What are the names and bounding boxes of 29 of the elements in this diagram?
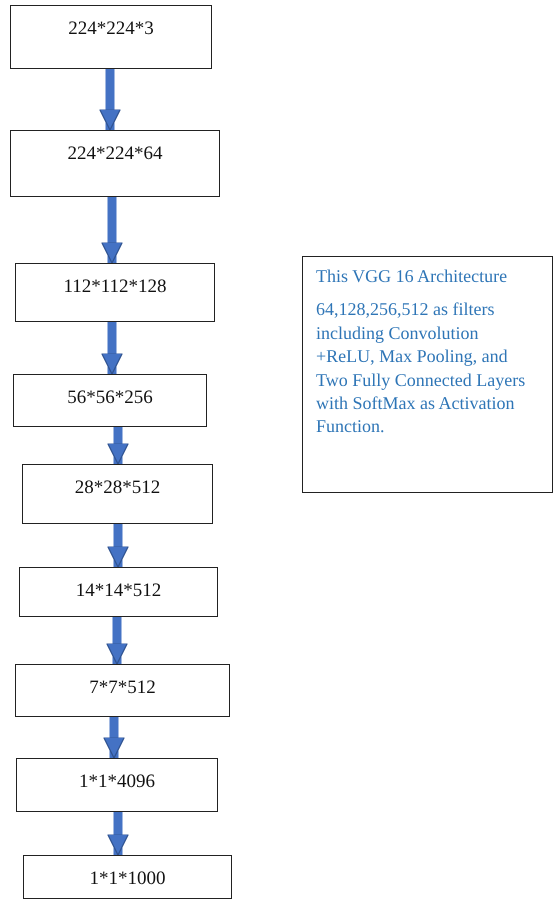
layer-dimensions: 112*112*128 — [63, 276, 167, 298]
arrow — [107, 812, 129, 856]
layer-box — [13, 374, 207, 427]
arrow — [99, 69, 121, 131]
layer-box — [16, 758, 218, 812]
layer-box — [10, 5, 212, 69]
layer-dimensions: 1*1*1000 — [90, 868, 166, 890]
layer-dimensions: 56*56*256 — [67, 387, 153, 409]
arrow — [101, 197, 123, 264]
layer-box — [23, 855, 232, 899]
arrow — [101, 322, 123, 375]
note-heading: This VGG 16 Architecture — [316, 265, 508, 288]
layer-box — [10, 130, 220, 197]
layer-dimensions: 28*28*512 — [74, 477, 160, 499]
arrow — [107, 427, 129, 465]
arrow — [103, 717, 125, 759]
arrow — [107, 524, 129, 568]
layer-box — [15, 664, 230, 717]
layer-box — [15, 263, 215, 322]
layer-box — [19, 567, 218, 617]
note-box — [302, 256, 553, 493]
layer-dimensions: 224*224*3 — [68, 18, 154, 40]
layer-dimensions: 1*1*4096 — [79, 771, 155, 793]
layer-dimensions: 224*224*64 — [68, 143, 162, 165]
arrow — [106, 617, 128, 665]
layer-box — [22, 464, 213, 524]
layer-dimensions: 7*7*512 — [89, 677, 156, 699]
layer-dimensions: 14*14*512 — [76, 580, 162, 602]
note-text: 64,128,256,512 as filters including Convolution +ReLU, Max Pooling, and Two Fully Connected Layers with SoftMax as Activation Function. — [316, 298, 526, 438]
